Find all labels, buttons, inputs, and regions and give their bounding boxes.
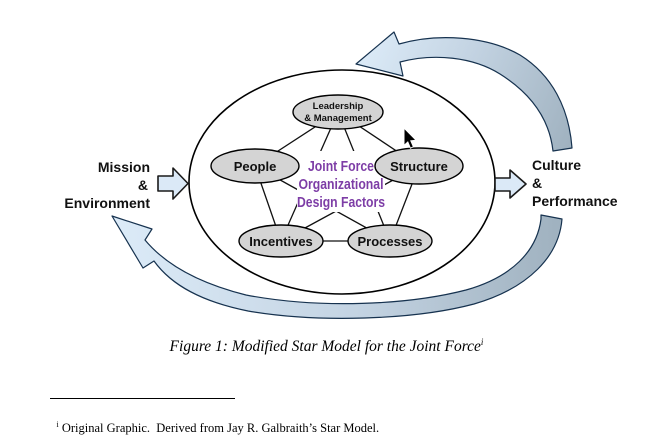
mission-environment-label: Mission & Environment	[64, 159, 150, 211]
mission-environment-line1: Mission	[98, 159, 150, 175]
node-processes: Processes	[347, 224, 433, 258]
center-label-line2: Organizational	[299, 177, 384, 193]
feedback-arrow-top	[355, 31, 573, 152]
center-label-line3: Design Factors	[297, 195, 385, 211]
center-label: Joint Force Organizational Design Factor…	[297, 159, 385, 211]
node-incentives: Incentives	[238, 224, 324, 258]
node-people: People	[210, 148, 300, 184]
node-leadership-label-line2: & Management	[304, 113, 372, 124]
footnote-note-ref: i	[56, 420, 59, 429]
figure-caption: Figure 1: Modified Star Model for the Jo…	[0, 337, 653, 356]
culture-performance-line1: Culture	[532, 157, 581, 173]
node-people-label: People	[234, 159, 277, 174]
culture-performance-label: Culture & Performance	[532, 157, 618, 209]
footnote-text: Original Graphic. Derived from Jay R. Ga…	[58, 421, 380, 436]
node-leadership: Leadership & Management	[292, 94, 384, 130]
node-incentives-label: Incentives	[249, 234, 313, 249]
node-structure: Structure	[374, 147, 464, 185]
footnote: i Original Graphic. Derived from Jay R. …	[44, 405, 624, 443]
node-structure-label: Structure	[390, 159, 448, 174]
footnote-separator	[50, 398, 235, 399]
output-arrow	[494, 169, 527, 199]
mission-environment-line3: Environment	[64, 195, 150, 211]
figure-caption-note-ref: i	[480, 337, 484, 347]
mission-environment-line2: &	[138, 177, 148, 193]
culture-performance-line2: &	[532, 175, 542, 191]
culture-performance-line3: Performance	[532, 193, 618, 209]
input-arrow	[157, 167, 189, 200]
center-label-line1: Joint Force	[308, 159, 374, 175]
node-leadership-label-line1: Leadership	[313, 101, 364, 112]
node-processes-label: Processes	[357, 234, 422, 249]
cursor-icon	[403, 126, 418, 149]
center-label-backdrop	[297, 151, 385, 212]
feedback-arrow-bottom	[111, 214, 563, 319]
figure-caption-text: Figure 1: Modified Star Model for the Jo…	[169, 338, 481, 356]
